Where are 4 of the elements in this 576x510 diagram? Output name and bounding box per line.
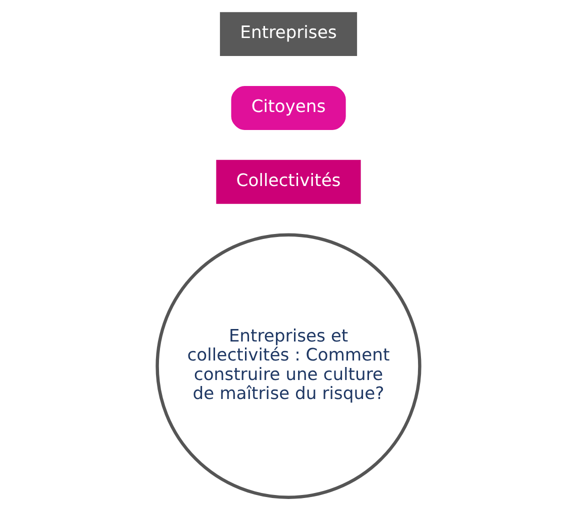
node-box: Collectivités	[216, 160, 360, 204]
node-circle: Entreprises et collectivités : Comment construire une culture de maîtrise du risque?	[155, 233, 421, 499]
node-box: Entreprises	[219, 12, 357, 56]
node-box: Citoyens	[230, 86, 346, 130]
